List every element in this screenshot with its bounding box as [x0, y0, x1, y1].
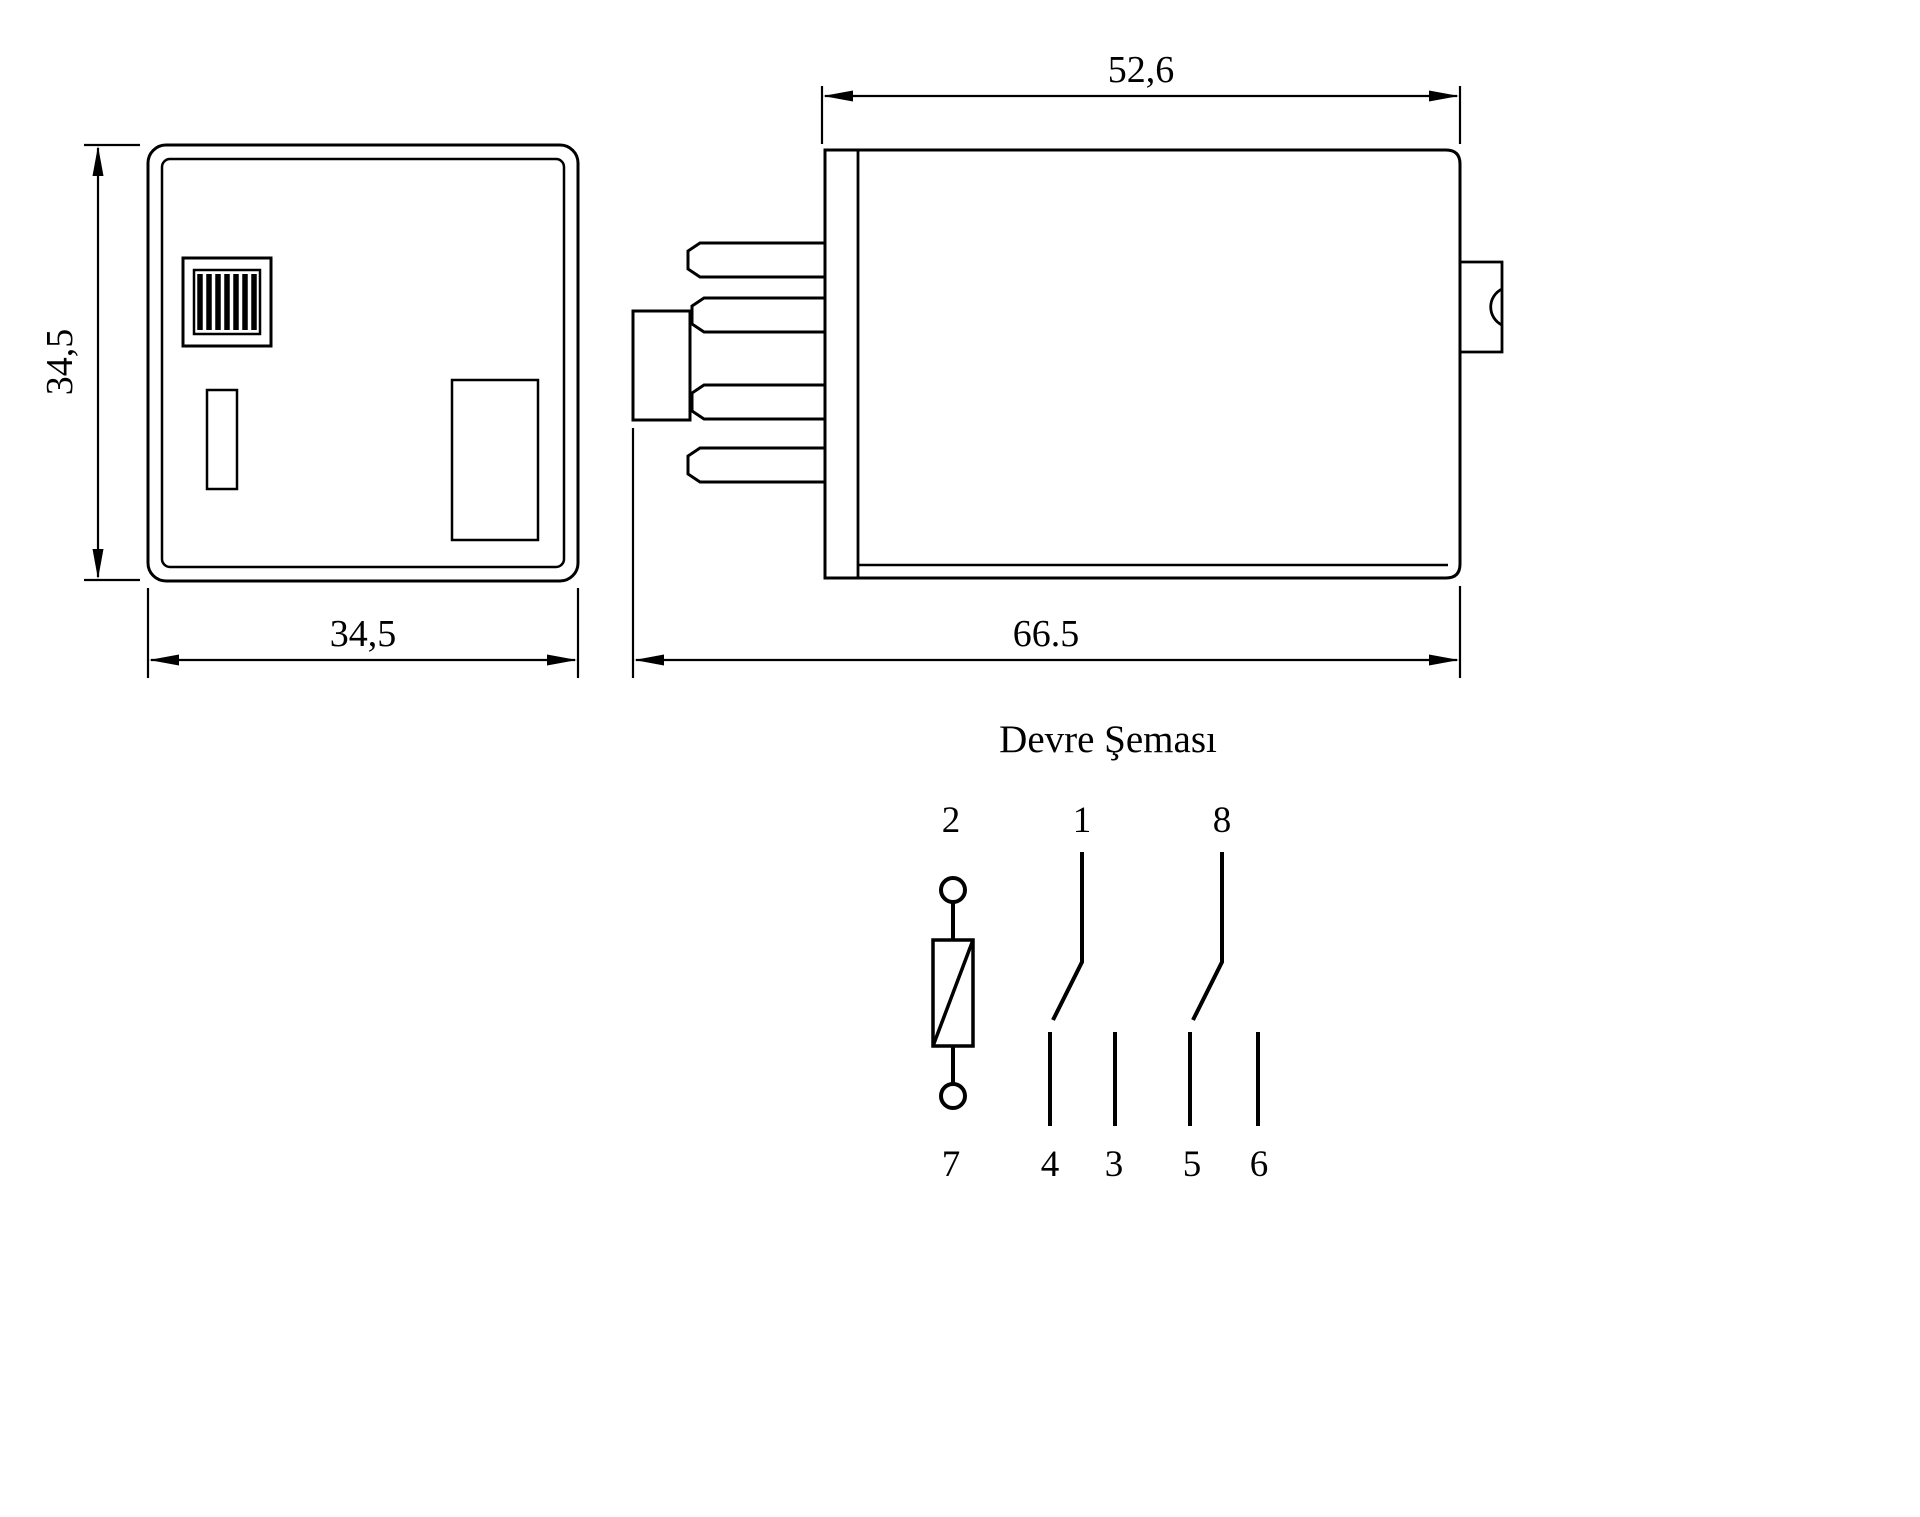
side-center-key [631, 309, 692, 422]
front-switch-hatch [197, 274, 257, 330]
arrowhead-left [149, 654, 179, 666]
coil-branch [931, 876, 975, 1110]
front-switch-frame [181, 256, 273, 348]
side-clip-outline [1460, 260, 1504, 354]
side-body-outline [823, 148, 1462, 580]
terminal-3-label: 3 [1105, 1144, 1124, 1185]
contact-2-mover [1191, 852, 1224, 1021]
coil-terminal-top [939, 876, 967, 904]
front-outer-case [146, 143, 580, 583]
front-height-dimension: 34,5 [39, 143, 140, 582]
arrowhead-down [92, 549, 104, 579]
coil-terminal-bottom [939, 1082, 967, 1110]
circuit-diagram: Devre Şeması 2 1 8 [931, 718, 1269, 1185]
pin-4 [686, 446, 827, 484]
side-view [631, 148, 1504, 580]
terminal-1-label: 1 [1073, 800, 1092, 841]
side-width-dimension: 52,6 [820, 49, 1462, 144]
front-inner-face [160, 157, 566, 569]
side-clip [1460, 260, 1504, 354]
contact-branch-2 [1188, 852, 1260, 1126]
terminal-7-label: 7 [942, 1144, 961, 1185]
circuit-title: Devre Şeması [999, 718, 1217, 761]
terminal-4-label: 4 [1041, 1144, 1060, 1185]
pin-1 [686, 241, 827, 279]
side-width-dimension-label: 52,6 [1108, 49, 1175, 91]
arrowhead-right [547, 654, 577, 666]
front-view [146, 143, 580, 583]
arrowhead-up [92, 146, 104, 176]
front-width-dimension: 34,5 [146, 588, 580, 678]
front-led-window [205, 388, 239, 491]
front-label-area [450, 378, 540, 542]
arrowhead-right [1429, 654, 1459, 666]
front-switch-window [192, 268, 262, 336]
contact-branch-1 [1048, 852, 1117, 1126]
front-width-dimension-label: 34,5 [330, 613, 397, 655]
side-clip-notch [1489, 287, 1503, 327]
arrowhead-left [823, 90, 853, 102]
arrowhead-left [634, 654, 664, 666]
terminal-8-label: 8 [1213, 800, 1232, 841]
terminal-2-label: 2 [942, 800, 961, 841]
side-length-dimension: 66.5 [631, 428, 1462, 678]
side-length-dimension-label: 66.5 [1013, 613, 1080, 655]
arrowhead-right [1429, 90, 1459, 102]
front-switch [181, 256, 273, 348]
terminal-5-label: 5 [1183, 1144, 1202, 1185]
side-pins [686, 241, 827, 484]
coil-diagonal [931, 939, 975, 1047]
terminal-6-label: 6 [1250, 1144, 1269, 1185]
pin-2 [690, 296, 827, 334]
contact-1-mover [1051, 852, 1084, 1021]
pin-3 [690, 383, 827, 421]
front-height-dimension-label: 34,5 [39, 329, 81, 396]
